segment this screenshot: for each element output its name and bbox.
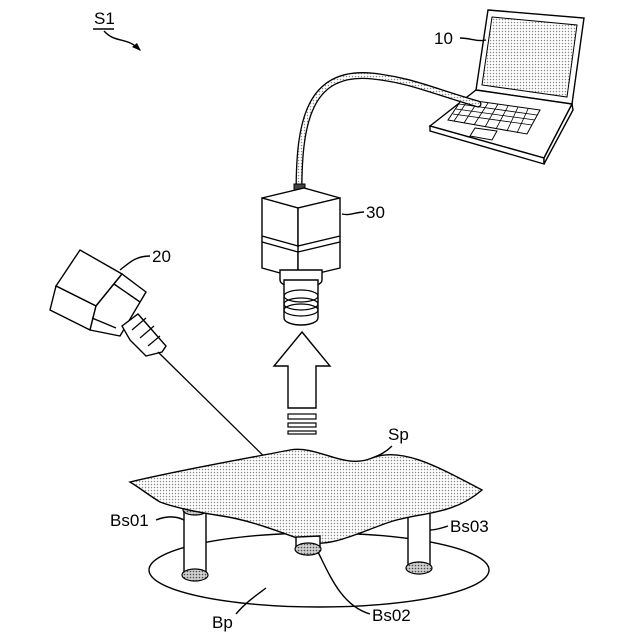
upward-arrow xyxy=(274,332,330,408)
arrow-dash-1 xyxy=(288,414,316,419)
camera-leader xyxy=(342,212,364,215)
support-3-label-group: Bs03 xyxy=(430,517,489,536)
camera xyxy=(262,188,340,325)
laptop-computer xyxy=(430,10,584,164)
base-plate-label: Bp xyxy=(212,613,233,632)
camera-label: 30 xyxy=(366,203,385,222)
support-3-label: Bs03 xyxy=(450,517,489,536)
support-bs03-foot xyxy=(406,562,432,574)
light-source-leader xyxy=(120,256,150,270)
arrow-dash-3 xyxy=(288,431,316,434)
light-source-label: 20 xyxy=(152,247,171,266)
camera-label-group: 30 xyxy=(342,203,385,222)
support-bs02 xyxy=(295,536,321,555)
light-source-label-group: 20 xyxy=(120,247,171,270)
support-bs01 xyxy=(182,505,208,581)
support-2-label: Bs02 xyxy=(372,606,411,625)
reflected-light-arrow xyxy=(274,332,330,434)
support-1-label: Bs01 xyxy=(110,511,149,530)
support-3-leader xyxy=(430,526,448,530)
support-bs01-foot xyxy=(182,569,208,581)
specimen-label-group: Sp xyxy=(372,425,409,458)
computer-leader xyxy=(460,38,486,41)
computer-label: 10 xyxy=(434,29,453,48)
laptop-screen xyxy=(482,17,577,97)
specimen-label: Sp xyxy=(388,425,409,444)
light-source xyxy=(50,250,166,356)
arrow-dash-2 xyxy=(288,423,316,427)
system-label-group: S1 xyxy=(93,9,141,51)
support-bs02-foot xyxy=(295,543,321,555)
computer-label-group: 10 xyxy=(434,29,486,48)
support-1-leader xyxy=(156,517,184,520)
system-label: S1 xyxy=(94,9,115,28)
support-1-label-group: Bs01 xyxy=(110,511,184,530)
